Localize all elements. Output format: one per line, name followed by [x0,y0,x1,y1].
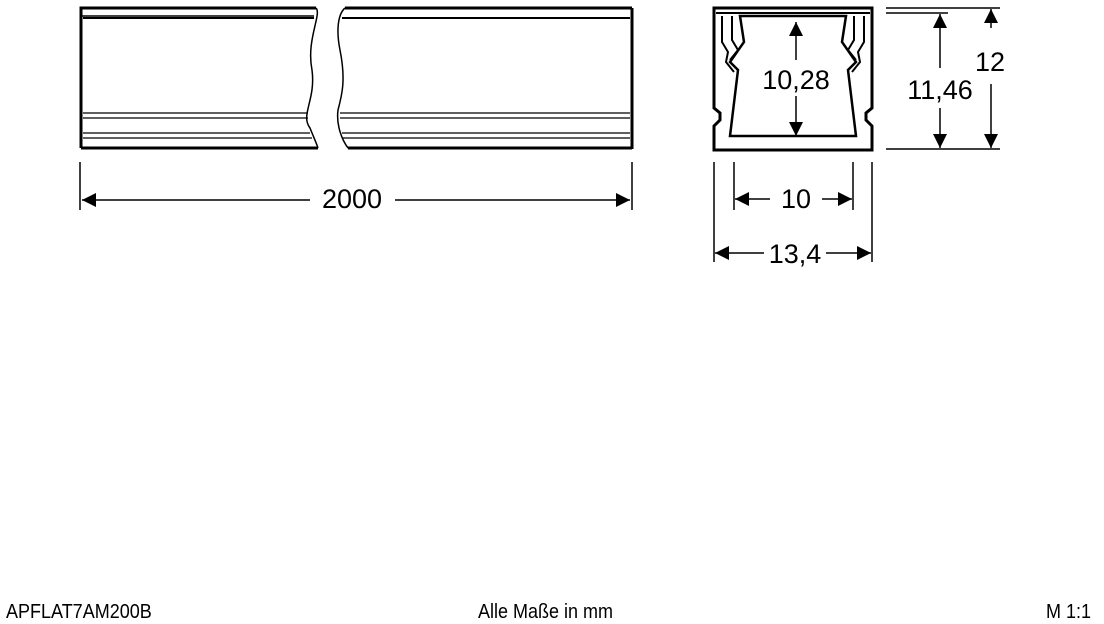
outer-height-label: 11,46 [907,75,973,105]
length-dimension [79,162,633,210]
side-view-profile [79,6,634,150]
inner-width-dimension [733,162,854,210]
article-number: APFLAT7AM200B [6,601,152,623]
length-label: 2000 [322,184,382,214]
total-height-label: 12 [975,47,1005,77]
cross-section-profile [712,6,874,152]
outer-width-dimension [713,162,873,262]
total-height-dimension [886,7,1000,148]
outer-height-dimension [886,12,1000,150]
inner-width-label: 10 [781,184,811,214]
scale-label: M 1:1 [1046,601,1092,623]
outer-width-label: 13,4 [769,239,822,269]
inner-height-label: 10,28 [762,65,830,95]
units-note: Alle Maße in mm [478,601,614,623]
